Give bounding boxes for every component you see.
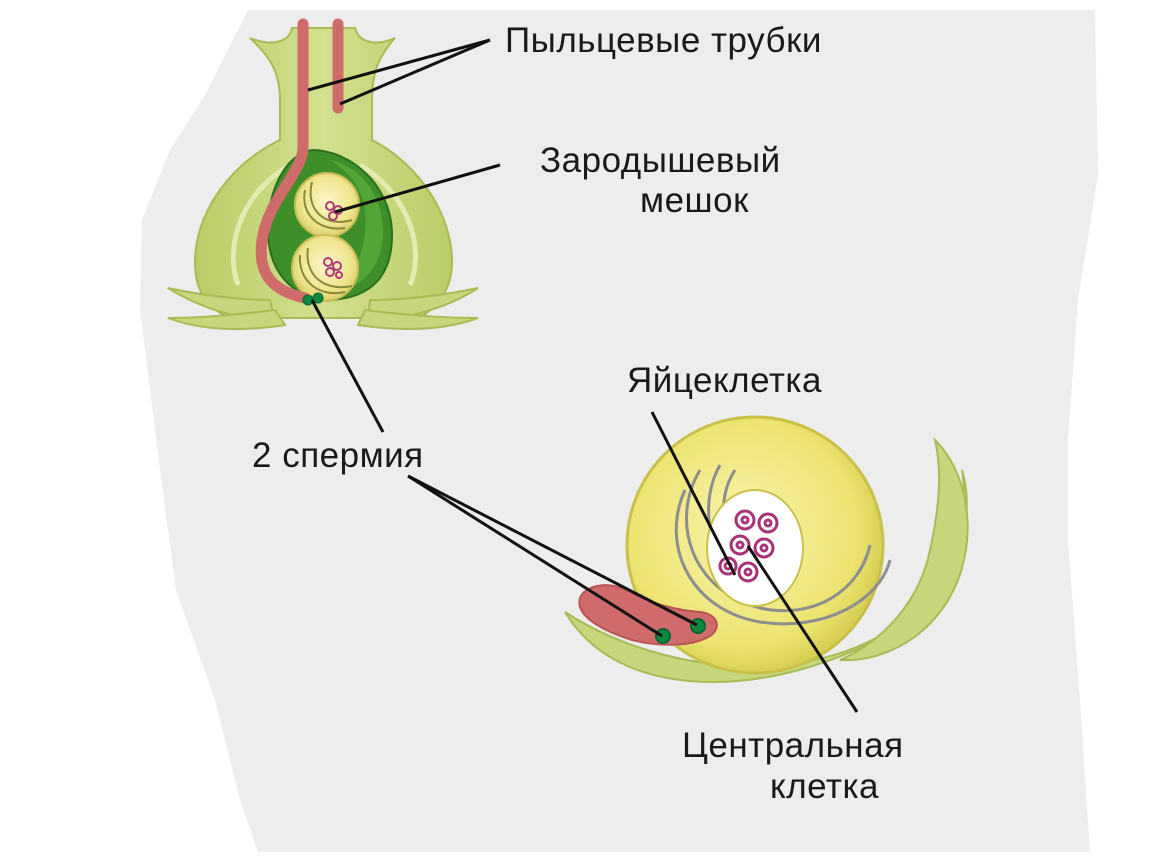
label-egg-cell: Яйцеклетка xyxy=(627,361,822,400)
pointer-sperm-1 xyxy=(407,474,663,638)
label-central-cell-line2: клетка xyxy=(770,767,879,806)
crescent-right xyxy=(839,436,969,662)
ovule-base-left-2 xyxy=(167,308,287,331)
cell-swirl xyxy=(309,181,353,223)
pointer-lines xyxy=(307,38,859,713)
cell-swirl xyxy=(306,247,353,289)
sperm-icon xyxy=(690,618,706,634)
cell-swirl xyxy=(298,254,346,295)
integument-line xyxy=(230,162,292,286)
embryo-sac-highlight xyxy=(330,160,384,292)
label-pollen-tubes: Пыльцевые трубки xyxy=(505,21,822,60)
label-embryo-sac-line2: мешок xyxy=(640,181,749,220)
nucleus-lower xyxy=(323,257,343,279)
pointer-central-cell xyxy=(746,545,859,713)
label-central-cell-line1: Центральная xyxy=(682,726,904,765)
cell-swirl xyxy=(303,189,346,230)
label-embryo-sac-line1: Зародышевый xyxy=(540,141,781,180)
pointer-pollen-tube-2 xyxy=(339,38,491,106)
integument-line xyxy=(358,162,419,286)
pointer-sperm-ovule xyxy=(310,299,385,433)
enlarged-embryo-sac xyxy=(564,415,969,683)
pointer-egg-cell xyxy=(650,411,737,576)
ovule xyxy=(167,18,479,331)
sperm-icon xyxy=(312,292,324,304)
sperm-icon xyxy=(302,294,314,306)
sperm-icon xyxy=(655,628,671,644)
pointer-embryo-sac xyxy=(334,163,501,214)
pollen-tube-1 xyxy=(255,18,311,304)
pointer-pollen-tube-1 xyxy=(307,38,491,92)
ovule-base-right-2 xyxy=(356,308,479,330)
label-two-sperms: 2 спермия xyxy=(252,436,424,475)
pointer-sperm-2 xyxy=(407,474,698,627)
